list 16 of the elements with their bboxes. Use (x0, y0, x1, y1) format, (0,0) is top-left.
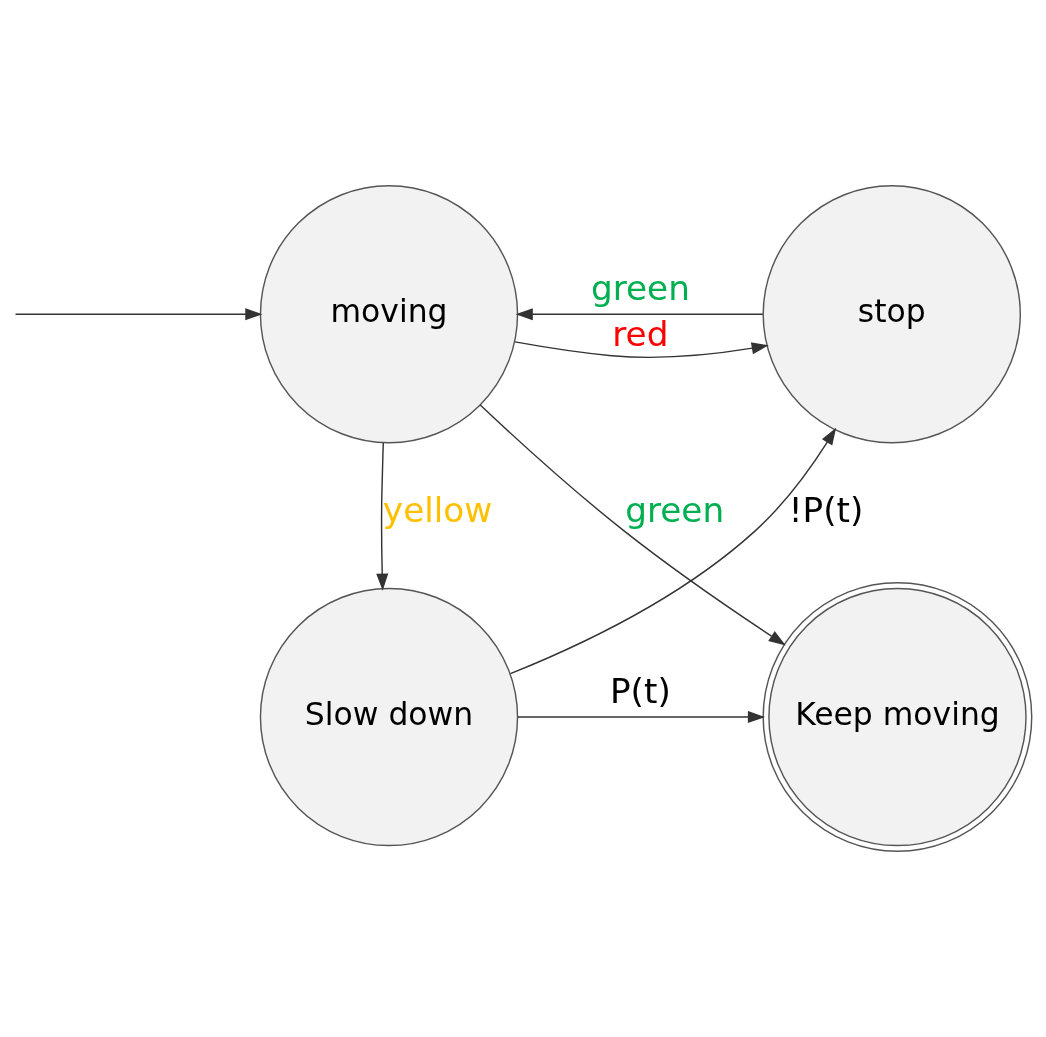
arrow (517, 711, 766, 724)
arrow (479, 404, 786, 646)
node-circle: moving (259, 185, 519, 444)
arrow (514, 341, 769, 359)
edge-label: yellow (382, 489, 493, 530)
node-circle: Slow down (259, 587, 519, 847)
node-circle: Keep moving (762, 582, 1033, 852)
arrow (14, 308, 263, 321)
arrow (509, 427, 837, 675)
arrow (515, 308, 764, 321)
arrow (376, 442, 389, 591)
edge-label: red (612, 313, 669, 354)
edge-label: green (590, 268, 690, 309)
edge-label: green (625, 489, 725, 530)
edge-label: !P(t) (788, 489, 864, 530)
edge-label: P(t) (609, 671, 671, 712)
